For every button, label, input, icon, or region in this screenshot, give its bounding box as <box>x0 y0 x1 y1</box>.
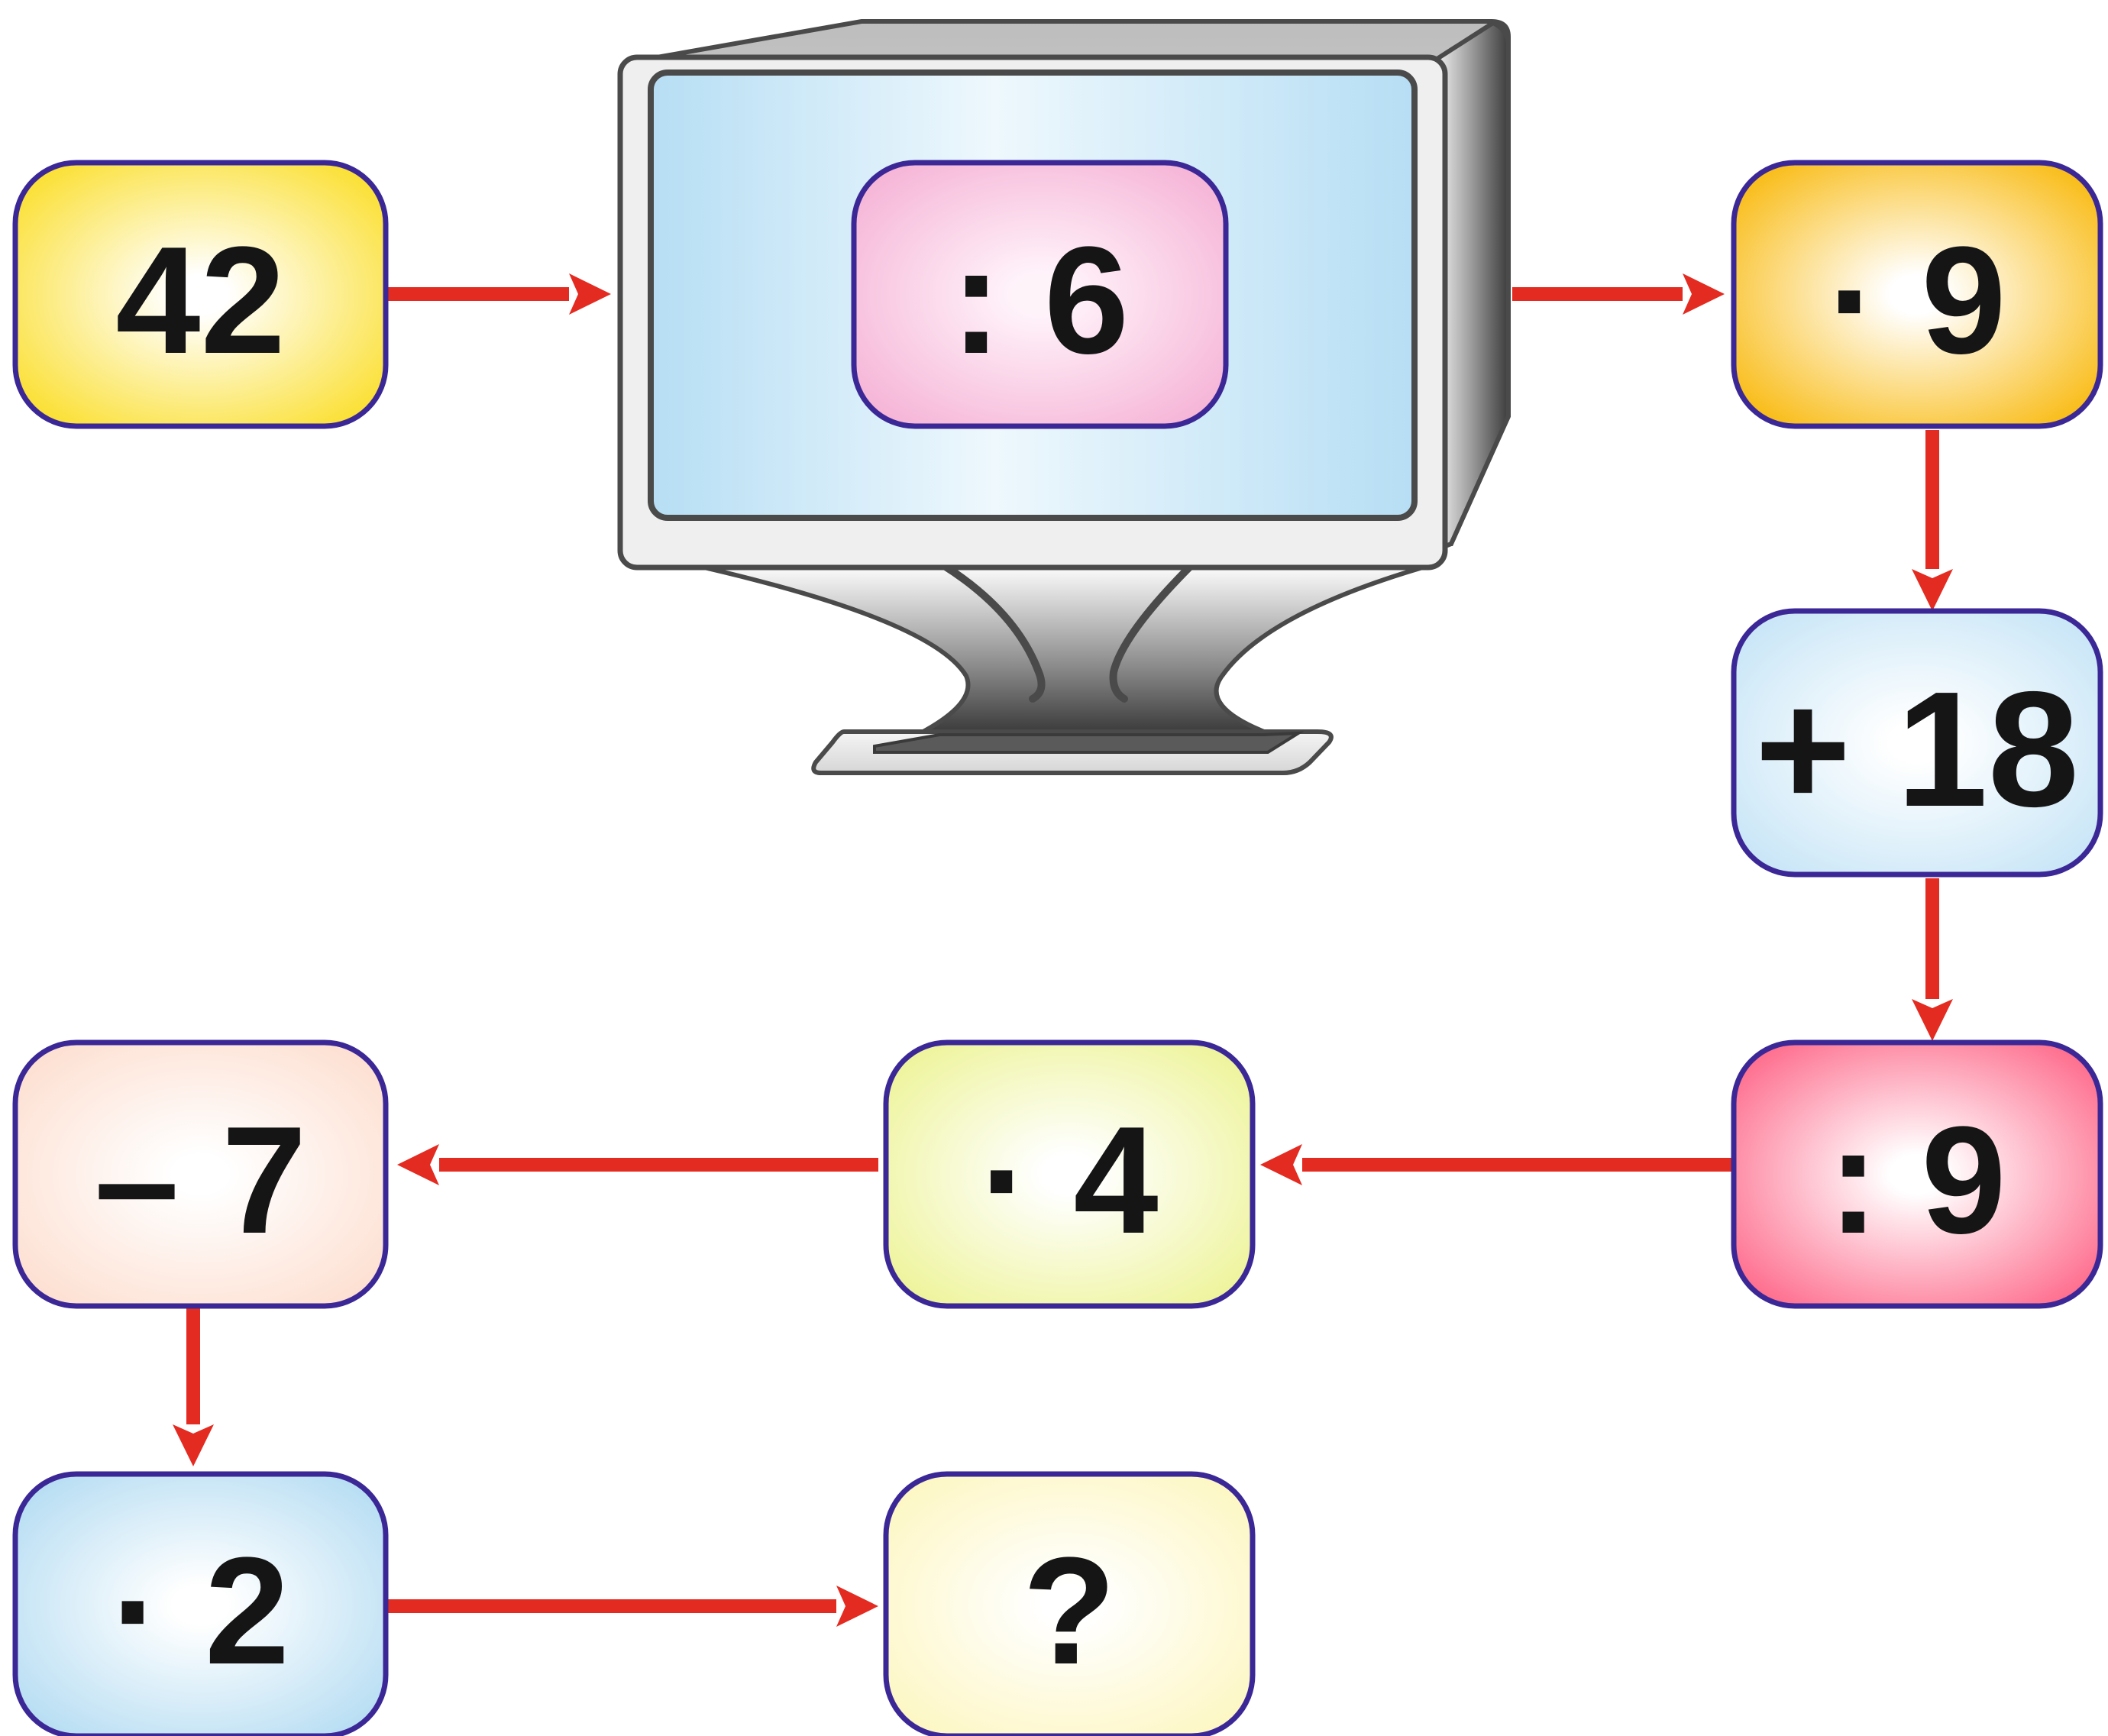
box-result: ? <box>883 1471 1256 1736</box>
flow-arrow <box>1912 878 1953 1041</box>
box-op-times-2: · 2 <box>12 1471 389 1736</box>
operation-boxes: 42 : 6 · 9 + 18 : 9 · 4 – 7 · 2? <box>12 160 2103 1736</box>
box-op-times-4: · 4 <box>883 1039 1256 1309</box>
box-op-times-9: · 9 <box>1731 160 2103 429</box>
box-op-minus-7: – 7 <box>12 1039 389 1309</box>
box-label: – 7 <box>94 1095 306 1266</box>
arrow-head-icon <box>836 1586 878 1627</box>
box-label: ? <box>1023 1526 1116 1696</box>
box-screen-op: : 6 <box>851 160 1229 429</box>
arrow-head-icon <box>1912 999 1953 1041</box>
box-frame <box>851 160 1229 429</box>
box-frame <box>883 1039 1256 1309</box>
box-label: : 9 <box>1828 1095 2006 1266</box>
flow-arrow <box>397 1144 878 1185</box>
box-label: : 6 <box>951 215 1129 386</box>
arrow-icon <box>173 273 1953 1627</box>
arrow-head-icon <box>397 1144 439 1185</box>
box-frame <box>12 1471 389 1736</box>
arrow-head-icon <box>1912 569 1953 611</box>
flow-arrow <box>388 1586 878 1627</box>
box-frame <box>12 160 389 429</box>
flow-arrow <box>173 1308 214 1466</box>
box-op-div-9: : 9 <box>1731 1039 2103 1309</box>
flow-arrow <box>1912 430 1953 611</box>
arrow-head-icon <box>173 1424 214 1466</box>
box-label: · 2 <box>112 1526 289 1696</box>
flow-arrow <box>1512 273 1725 315</box>
box-frame <box>1731 608 2103 878</box>
arrow-head-icon <box>569 273 611 315</box>
box-frame <box>883 1471 1256 1736</box>
box-label: + 18 <box>1755 657 2079 841</box>
box-op-plus-18: + 18 <box>1731 608 2103 878</box>
box-label: 42 <box>115 215 285 386</box>
box-start: 42 <box>12 160 389 429</box>
box-label: · 9 <box>1828 215 2006 386</box>
box-frame <box>1731 160 2103 429</box>
box-frame <box>1731 1039 2103 1309</box>
arrow-head-icon <box>1260 1144 1302 1185</box>
box-label: · 4 <box>980 1095 1158 1266</box>
arrow-head-icon <box>1683 273 1725 315</box>
box-frame <box>12 1039 389 1309</box>
flow-arrow <box>388 273 611 315</box>
flow-arrow <box>1260 1144 1732 1185</box>
